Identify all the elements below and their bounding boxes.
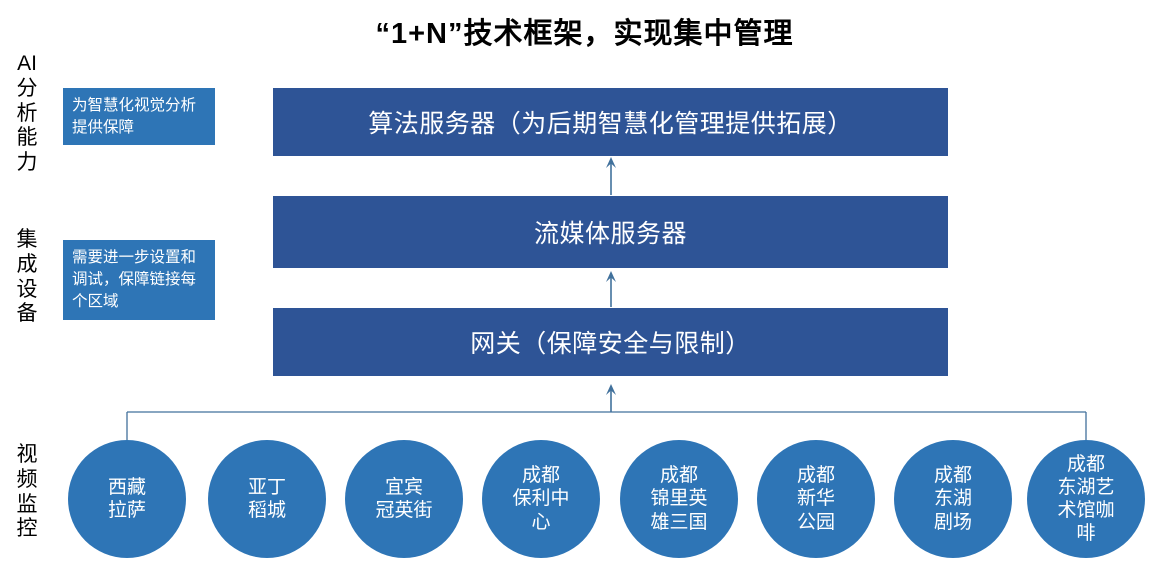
layer-streaming-server[interactable]: 流媒体服务器 [273,196,948,268]
site-label-4: 成都保利中心 [512,464,569,534]
site-label-line: 公园 [796,511,835,533]
site-label-line: 成都 [659,465,698,487]
layer-gateway[interactable]: 网关（保障安全与限制） [273,308,948,376]
site-circle-5[interactable]: 成都锦里英雄三国 [620,440,738,558]
site-label-line: 东湖 [933,488,972,510]
site-circle-2[interactable]: 亚丁稻城 [208,440,326,558]
site-label-2: 亚丁稻城 [248,476,286,522]
site-label-line: 东湖艺 [1057,476,1115,498]
site-label-line: 冠英街 [375,500,433,521]
site-circle-8[interactable]: 成都东湖艺术馆咖啡 [1027,440,1145,558]
site-circle-7[interactable]: 成都东湖剧场 [894,440,1012,558]
callout-integrated-device: 需要进一步设置和调试，保障链接每个区域 [63,240,215,320]
site-label-8: 成都东湖艺术馆咖啡 [1057,453,1114,546]
site-label-line: 成都 [521,465,560,487]
site-circle-4[interactable]: 成都保利中心 [482,440,600,558]
callout-ai-analysis: 为智慧化视觉分析提供保障 [63,88,215,145]
side-label-ai-analysis: AI分析能力 [16,52,38,175]
site-label-line: 亚丁 [247,476,286,498]
site-label-line: 宜宾 [384,476,423,498]
page-title: “1+N”技术框架，实现集中管理 [375,18,794,50]
site-label-line: 锦里英 [650,488,708,510]
site-circle-6[interactable]: 成都新华公园 [757,440,875,558]
site-label-line: 稻城 [247,500,286,521]
site-label-6: 成都新华公园 [797,464,835,534]
site-label-line: 成都 [796,465,835,487]
site-label-line: 成都 [933,465,972,487]
site-label-1: 西藏拉萨 [108,476,146,522]
site-label-line: 剧场 [933,511,972,533]
site-label-line: 啡 [1076,523,1096,545]
site-label-7: 成都东湖剧场 [934,464,972,534]
side-label-video-surveillance: 视频监控 [16,443,38,541]
site-label-line: 术馆咖 [1057,500,1115,521]
side-label-integrated-device: 集成设备 [16,228,38,326]
site-label-line: 西藏 [107,476,146,498]
site-label-line: 保利中 [512,488,570,510]
site-label-line: 雄三国 [650,511,708,533]
site-label-line: 新华 [796,488,835,510]
site-label-line: 心 [531,511,551,533]
site-label-3: 宜宾冠英街 [375,476,432,522]
site-label-line: 拉萨 [107,500,146,521]
site-circle-1[interactable]: 西藏拉萨 [68,440,186,558]
layer-algorithm-server[interactable]: 算法服务器（为后期智慧化管理提供拓展） [273,88,948,156]
site-label-line: 成都 [1066,453,1105,475]
site-label-5: 成都锦里英雄三国 [650,464,707,534]
site-circle-3[interactable]: 宜宾冠英街 [345,440,463,558]
